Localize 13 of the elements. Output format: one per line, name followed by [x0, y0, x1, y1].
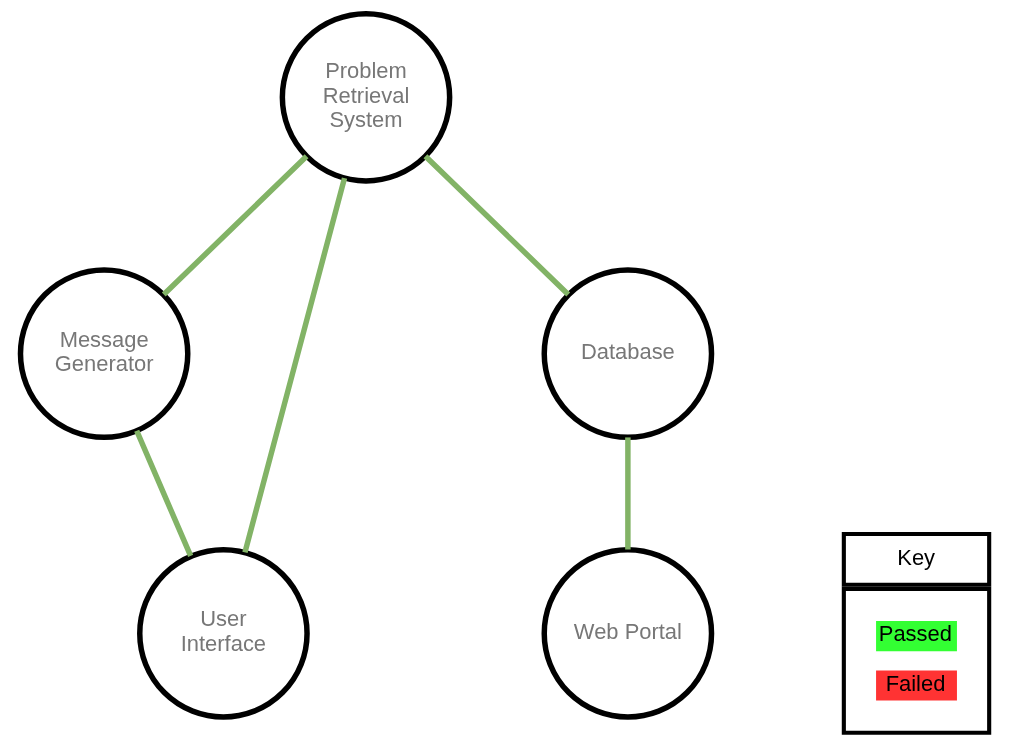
node-circle: Problem Retrieval System	[279, 10, 452, 184]
connector	[161, 154, 308, 297]
node-circle: User Interface	[136, 547, 310, 720]
connector	[133, 429, 193, 558]
connector	[423, 154, 570, 297]
legend-label: Failed	[885, 670, 945, 696]
connector	[624, 437, 631, 550]
legend-label: Passed	[878, 621, 952, 647]
node-circle: Database	[541, 267, 714, 441]
node-circle: Web Portal	[541, 547, 714, 720]
node-circle: Message Generator	[17, 267, 190, 441]
label: Key	[896, 544, 935, 570]
connector	[241, 177, 347, 554]
